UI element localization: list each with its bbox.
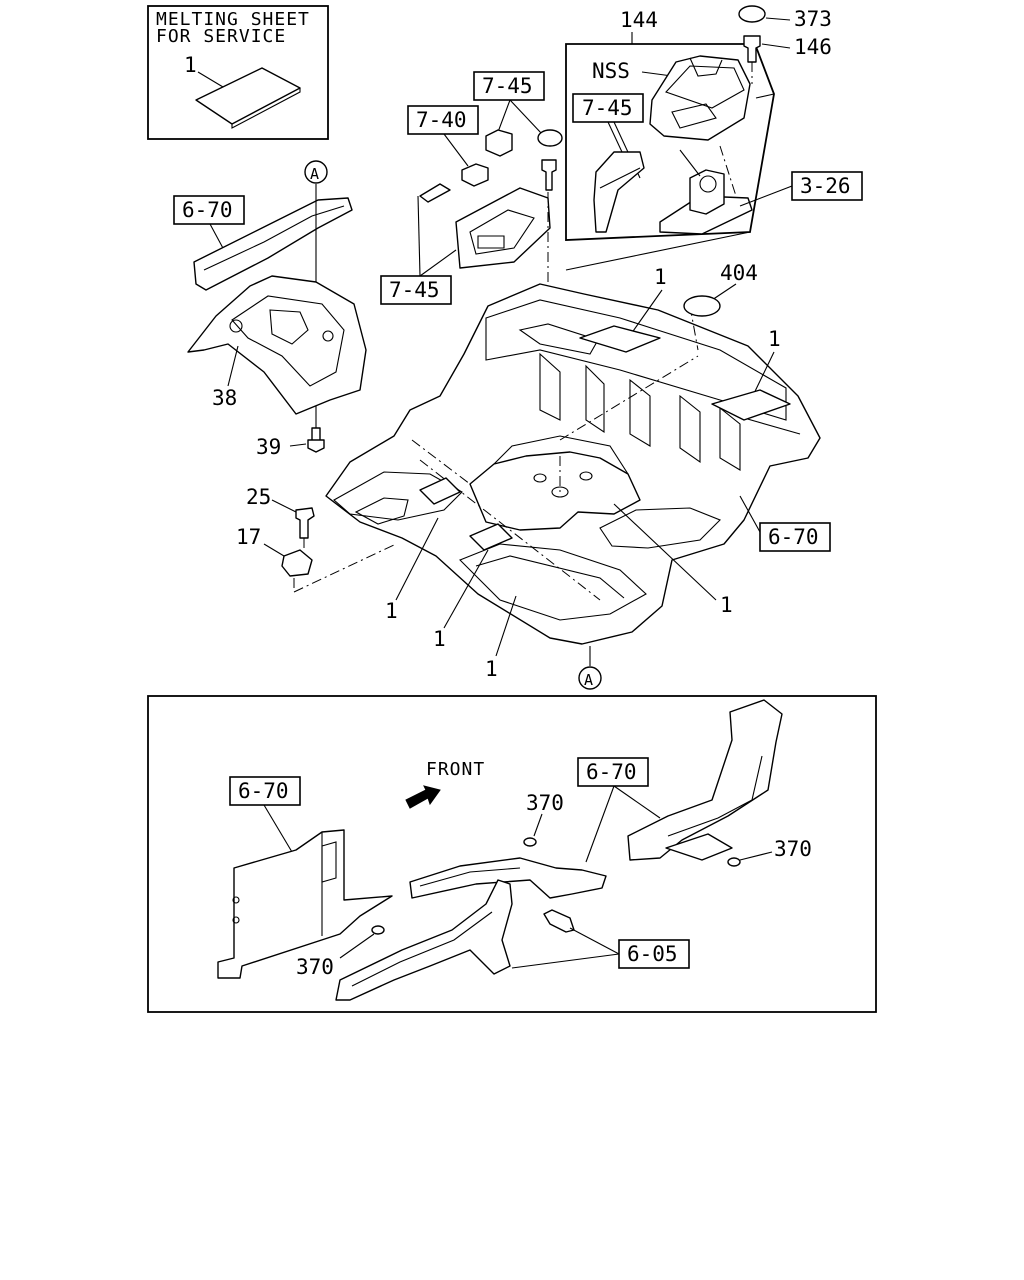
ref-6-70-inset-mid: 6-70 (586, 760, 637, 784)
callout-39: 39 (256, 435, 281, 459)
callout-1-b: 1 (768, 327, 781, 351)
plug-370-right (727, 857, 741, 867)
melting-sheet-rear-2 (711, 389, 791, 421)
inset-detail: FRONT 6-70 370 6-70 370 370 (147, 695, 877, 1013)
front-arrow-icon (405, 785, 441, 809)
inset-side-panel-left (217, 829, 393, 979)
floor-panel-group: 404 1 1 1 1 1 1 6-70 A 25 17 (236, 261, 831, 690)
bolt-6-05 (543, 909, 575, 933)
callout-25: 25 (246, 485, 271, 509)
center-console (649, 55, 751, 141)
plug-370-left (371, 925, 385, 935)
callout-370-left: 370 (296, 955, 334, 979)
callout-1-f: 1 (485, 657, 498, 681)
callout-144: 144 (620, 8, 658, 32)
melting-sheet-rear-1 (579, 325, 661, 353)
console-trim-strip (593, 151, 645, 233)
clip-39 (307, 427, 325, 453)
svg-text:A: A (310, 165, 319, 183)
ref-7-45-bottom: 7-45 (389, 278, 440, 302)
melting-sheet-front-1 (419, 477, 461, 505)
bolt-146 (743, 35, 761, 63)
callout-1-d: 1 (385, 599, 398, 623)
front-label: FRONT (426, 759, 485, 780)
cap-7-45 (537, 129, 563, 147)
svg-text:A: A (584, 671, 593, 689)
plug-404 (683, 295, 721, 317)
inset-frame-rail-right (627, 699, 783, 861)
floor-tunnel (469, 451, 641, 531)
side-rail-6-70 (193, 197, 353, 291)
left-parts-group: 6-70 A 38 39 (173, 160, 367, 459)
melting-sheet-box: MELTING SHEET FOR SERVICE 1 (147, 5, 329, 140)
cap-373 (738, 5, 766, 23)
callout-370-mid: 370 (526, 791, 564, 815)
screw-7-45 (541, 159, 557, 191)
front-console-box (455, 187, 551, 269)
console-group: 144 NSS 373 146 7-45 3-26 (565, 5, 863, 271)
circle-a-bottom (578, 666, 602, 690)
ref-7-45-console: 7-45 (582, 96, 633, 120)
callout-404: 404 (720, 261, 758, 285)
ref-3-26: 3-26 (800, 174, 851, 198)
front-box-group: 7-45 7-40 7-45 (380, 71, 563, 440)
callout-17: 17 (236, 525, 261, 549)
callout-38: 38 (212, 386, 237, 410)
bracket-17 (281, 549, 313, 577)
ref-7-40: 7-40 (416, 108, 467, 132)
melting-sheet-front-2 (469, 523, 513, 551)
callout-nss: NSS (592, 59, 630, 83)
callout-146: 146 (794, 35, 832, 59)
callout-1-a: 1 (654, 265, 667, 289)
callout-1-c: 1 (720, 593, 733, 617)
bolt-25 (295, 507, 315, 539)
clip-7-40 (461, 163, 489, 187)
plug-370-mid (523, 837, 537, 847)
callout-370-right: 370 (774, 837, 812, 861)
ref-6-70-right: 6-70 (768, 525, 819, 549)
inset-lower-rail (335, 879, 513, 1001)
inset-center-rail (409, 857, 607, 899)
callout-1-e: 1 (433, 627, 446, 651)
melting-sheet-title-2: FOR SERVICE (156, 26, 286, 47)
circle-a-top (304, 160, 328, 184)
melting-sheet-part (195, 67, 301, 125)
ref-6-70-left: 6-70 (182, 198, 233, 222)
ref-6-05: 6-05 (627, 942, 678, 966)
callout-melting-sheet-1: 1 (184, 53, 197, 77)
clip-7-45 (485, 129, 513, 157)
ref-6-70-inset-left: 6-70 (238, 779, 289, 803)
melting-sheet-title-1: MELTING SHEET (156, 9, 310, 30)
ref-7-45-top: 7-45 (482, 74, 533, 98)
callout-373: 373 (794, 7, 832, 31)
